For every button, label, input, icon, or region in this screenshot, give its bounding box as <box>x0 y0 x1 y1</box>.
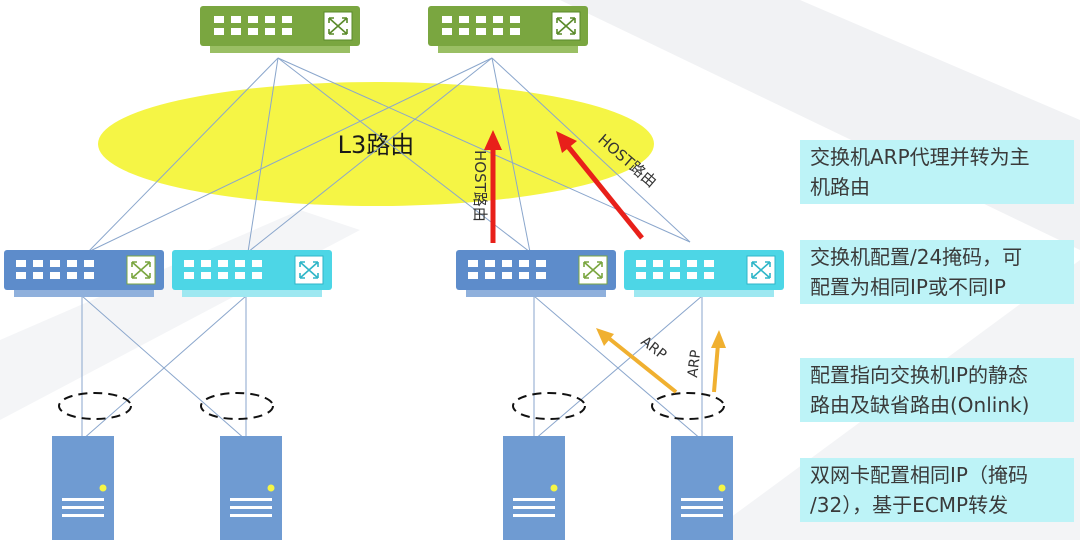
callout-dual-nic: 双网卡配置相同IP（掩码 /32），基于ECMP转发 <box>800 458 1074 522</box>
nic-bond-ellipses <box>58 392 725 420</box>
switch-icon <box>323 11 353 41</box>
leaf-server-links <box>81 295 703 441</box>
arp-label-left: ARP <box>638 334 670 364</box>
switch-icon <box>126 255 156 285</box>
switch-icon <box>578 255 608 285</box>
callout-line: 双网卡配置相同IP（掩码 <box>810 463 1028 487</box>
l3-routing-label: L3路由 <box>338 131 415 159</box>
host-route-label-left: HOST路由 <box>471 150 489 222</box>
callout-line: 交换机ARP代理并转为主 <box>810 145 1030 169</box>
callout-line: 配置指向交换机IP的静态 <box>810 363 1028 387</box>
arp-label-right: ARP <box>685 349 704 378</box>
callout-line: 配置为相同IP或不同IP <box>810 275 1006 299</box>
spine-switch-left <box>200 6 360 53</box>
switch-icon <box>551 11 581 41</box>
switch-icon <box>294 255 324 285</box>
server-2 <box>220 436 282 540</box>
leaf-switch-2 <box>172 250 332 297</box>
callout-arp-proxy: 交换机ARP代理并转为主 机路由 <box>800 140 1074 204</box>
callout-static-route: 配置指向交换机IP的静态 路由及缺省路由(Onlink) <box>800 358 1074 422</box>
server-3 <box>503 436 565 540</box>
host-route-arrow-left: HOST路由 <box>471 130 502 243</box>
callout-switch-mask: 交换机配置/24掩码，可 配置为相同IP或不同IP <box>800 240 1074 304</box>
switch-icon <box>746 255 776 285</box>
callout-line: 路由及缺省路由(Onlink) <box>810 393 1030 417</box>
leaf-switch-3 <box>456 250 616 297</box>
callout-line: 机路由 <box>810 175 870 199</box>
leaf-switch-4 <box>624 250 784 297</box>
callout-line: /32），基于ECMP转发 <box>810 493 1009 517</box>
callout-line: 交换机配置/24掩码，可 <box>810 245 1023 269</box>
server-1 <box>52 436 114 540</box>
leaf-switch-1 <box>4 250 164 297</box>
spine-switch-right <box>428 6 588 53</box>
arp-arrow-right: ARP <box>685 330 726 393</box>
server-4 <box>671 436 733 540</box>
